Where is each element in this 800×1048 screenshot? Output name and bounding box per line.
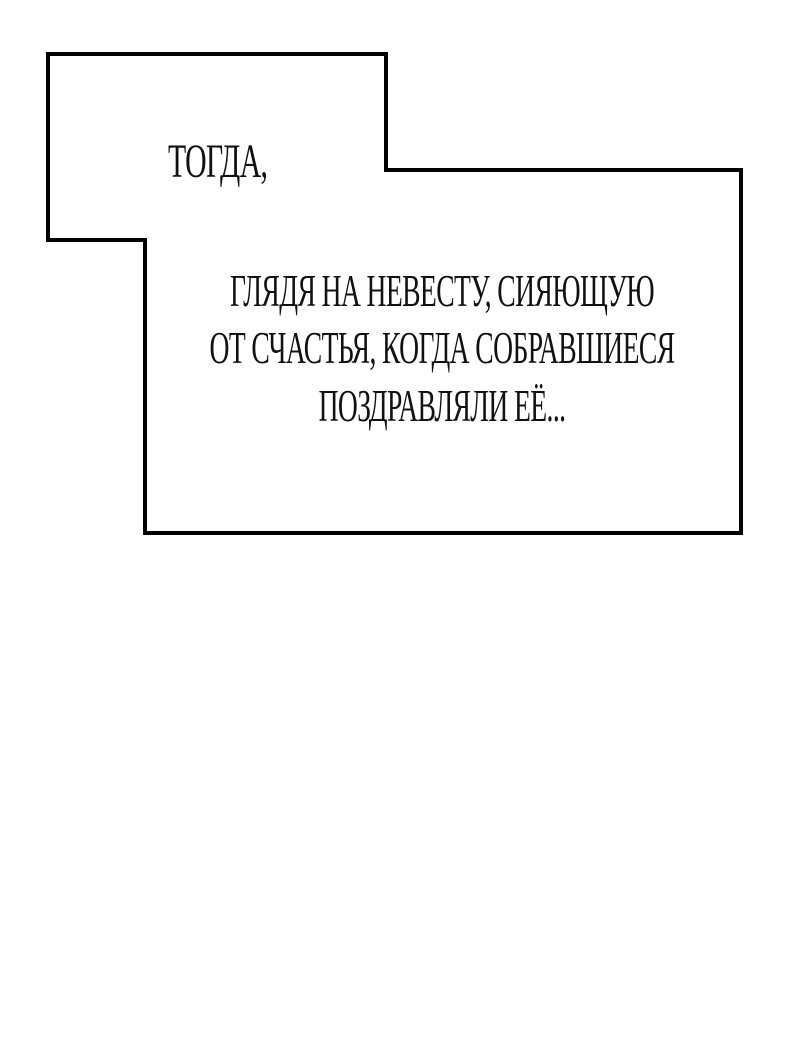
- caption-line-1: ГЛЯДЯ НА НЕВЕСТУ, СИЯЮЩУЮ: [230, 265, 655, 316]
- caption-line-2: ОТ СЧАСТЬЯ, КОГДА СОБРАВШИЕСЯ: [209, 322, 675, 373]
- caption-line-3: ПОЗДРАВЛЯЛИ ЕЁ...: [318, 380, 566, 431]
- caption-intro: ТОГДА,: [168, 135, 268, 188]
- caption-box-outline: [46, 52, 743, 535]
